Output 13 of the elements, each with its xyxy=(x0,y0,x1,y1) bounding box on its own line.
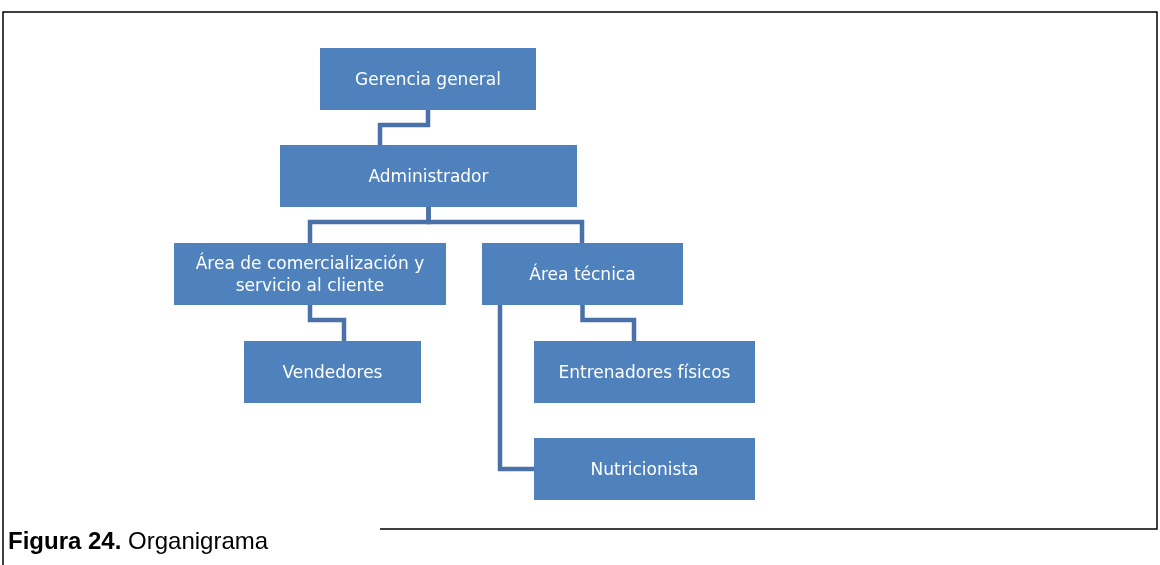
connector-line xyxy=(377,110,431,145)
org-box: Administrador xyxy=(280,145,577,207)
connector-line xyxy=(580,305,637,341)
org-box: Vendedores xyxy=(244,341,421,403)
org-box: Área técnica xyxy=(482,243,683,305)
org-box: Área de comercialización y servicio al cliente xyxy=(174,243,446,305)
org-box: Gerencia general xyxy=(320,48,536,110)
org-box: Nutricionista xyxy=(534,438,755,500)
org-box: Entrenadores físicos xyxy=(534,341,755,403)
connector-line xyxy=(307,305,347,341)
connector-line xyxy=(426,207,585,243)
connector-line xyxy=(497,305,534,472)
figure-caption: Figura 24. Organigrama xyxy=(8,527,269,555)
